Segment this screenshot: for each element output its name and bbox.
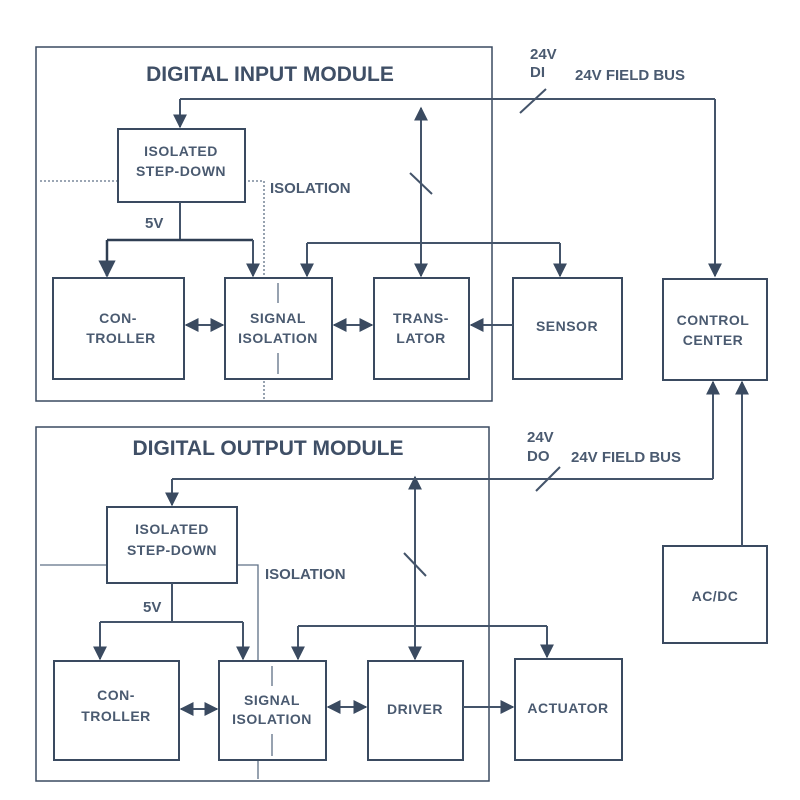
svg-text:CON-: CON- xyxy=(99,310,137,326)
output-module-frame xyxy=(35,426,490,782)
svg-text:AC/DC: AC/DC xyxy=(692,588,739,604)
actuator-block: ACTUATOR xyxy=(514,658,623,761)
output-stepdown-block: ISOLATED STEP-DOWN xyxy=(106,506,238,584)
svg-text:SENSOR: SENSOR xyxy=(536,318,598,334)
output-actuator-supply-lines xyxy=(291,625,554,661)
svg-text:CONTROL: CONTROL xyxy=(677,312,750,328)
svg-text:ISOLATION: ISOLATION xyxy=(238,330,318,346)
di-bus-type: DI xyxy=(530,64,545,81)
svg-text:TROLLER: TROLLER xyxy=(81,708,151,724)
driver-block: DRIVER xyxy=(367,660,464,761)
svg-text:STEP-DOWN: STEP-DOWN xyxy=(136,163,226,179)
svg-text:LATOR: LATOR xyxy=(396,330,445,346)
input-sensor-supply-lines xyxy=(300,242,567,278)
svg-text:ACTUATOR: ACTUATOR xyxy=(527,700,608,716)
output-controller-block: CON- TROLLER xyxy=(53,660,180,761)
svg-text:CON-: CON- xyxy=(97,687,135,703)
do-bus-voltage: 24V xyxy=(527,429,554,446)
output-signal-isolation-block: SIGNAL ISOLATION xyxy=(218,660,327,761)
svg-text:CENTER: CENTER xyxy=(683,332,744,348)
di-bus-label: 24V FIELD BUS xyxy=(575,67,685,84)
digital-output-module: DIGITAL OUTPUT MODULE ISOLATION ISOLATED… xyxy=(35,426,490,782)
output-5v-label: 5V xyxy=(143,599,161,616)
svg-text:TRANS-: TRANS- xyxy=(393,310,449,326)
svg-text:STEP-DOWN: STEP-DOWN xyxy=(127,542,217,558)
svg-text:TROLLER: TROLLER xyxy=(86,330,156,346)
digital-input-module: DIGITAL INPUT MODULE ISOLATION ISOLATED … xyxy=(35,46,493,402)
svg-text:SIGNAL: SIGNAL xyxy=(250,310,306,326)
output-isolation-label: ISOLATION xyxy=(265,566,346,583)
output-5v-power-lines xyxy=(93,583,250,661)
svg-text:ISOLATION: ISOLATION xyxy=(232,711,312,727)
di-bus-voltage: 24V xyxy=(530,46,557,63)
do-bus-label: 24V FIELD BUS xyxy=(571,449,681,466)
do-bus-type: DO xyxy=(527,448,550,465)
input-stepdown-block: ISOLATED STEP-DOWN xyxy=(117,128,246,203)
sensor-block: SENSOR xyxy=(512,277,623,380)
svg-text:ISOLATED: ISOLATED xyxy=(144,143,218,159)
translator-bus-slash xyxy=(409,172,433,195)
driver-bus-slash xyxy=(403,552,427,577)
svg-text:ISOLATED: ISOLATED xyxy=(135,521,209,537)
output-module-title: DIGITAL OUTPUT MODULE xyxy=(132,437,403,460)
input-controller-block: CON- TROLLER xyxy=(52,277,185,380)
acdc-block: AC/DC xyxy=(662,545,768,644)
do-field-bus: 24V DO 24V FIELD BUS xyxy=(165,380,720,507)
input-5v-power-lines xyxy=(98,202,260,278)
input-5v-label: 5V xyxy=(145,215,163,232)
di-field-bus: 24V DI 24V FIELD BUS xyxy=(173,46,722,278)
input-module-frame xyxy=(35,46,493,402)
input-signal-isolation-block: SIGNAL ISOLATION xyxy=(224,277,333,380)
svg-text:DRIVER: DRIVER xyxy=(387,701,443,717)
control-center-block: CONTROL CENTER xyxy=(662,278,768,381)
input-isolation-label: ISOLATION xyxy=(270,180,351,197)
input-module-title: DIGITAL INPUT MODULE xyxy=(146,63,394,86)
translator-block: TRANS- LATOR xyxy=(373,277,470,380)
svg-text:SIGNAL: SIGNAL xyxy=(244,692,300,708)
